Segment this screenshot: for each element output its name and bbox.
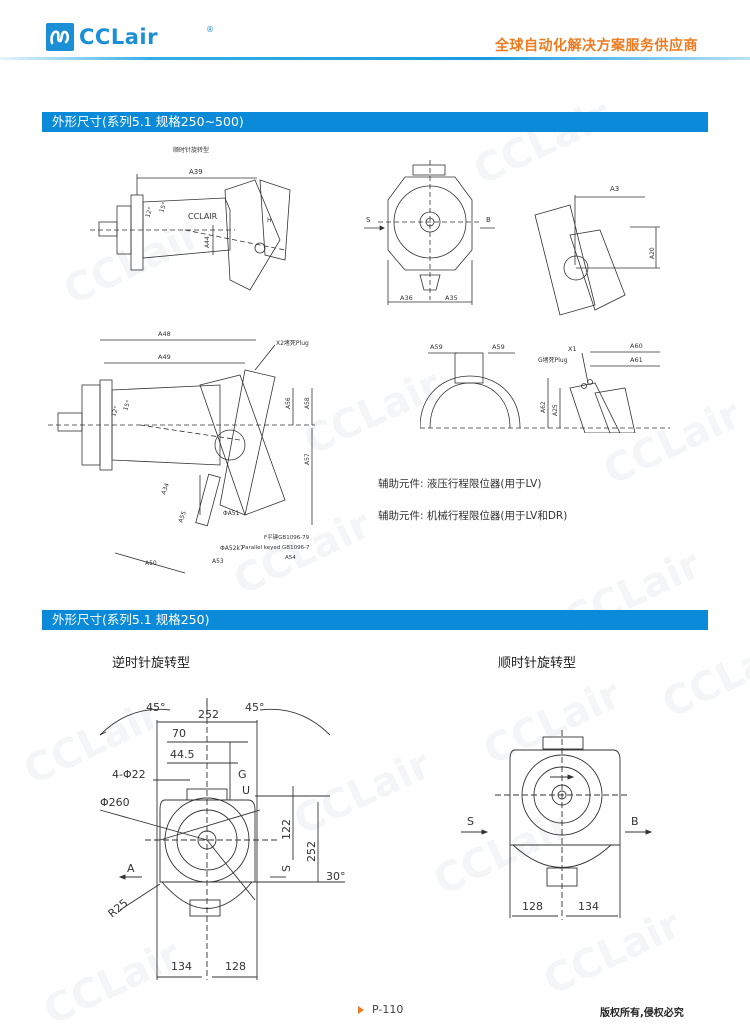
- tagline: 全球自动化解决方案服务供应商: [495, 38, 698, 54]
- watermark: CCLa: [655, 638, 750, 728]
- svg-text:B: B: [631, 815, 639, 828]
- svg-text:ΦA51: ΦA51: [223, 510, 240, 517]
- svg-text:15°: 15°: [122, 399, 132, 411]
- logo-mark-icon: [46, 23, 74, 51]
- logo-text: CCLair: [79, 25, 158, 49]
- svg-text:X2堵死Plug: X2堵死Plug: [276, 339, 309, 347]
- svg-text:F平键GB1096-79: F平键GB1096-79: [264, 533, 310, 541]
- svg-text:A35: A35: [445, 294, 458, 302]
- svg-text:S: S: [467, 815, 474, 828]
- svg-text:S: S: [280, 865, 293, 872]
- svg-text:A20: A20: [649, 247, 656, 259]
- svg-text:A3: A3: [610, 185, 619, 193]
- svg-text:Parallel keyed GB1096-7: Parallel keyed GB1096-7: [242, 545, 310, 551]
- page-number: P-110: [358, 1003, 403, 1016]
- svg-text:134: 134: [171, 960, 192, 973]
- svg-text:122: 122: [280, 819, 293, 840]
- svg-text:ΦA52k7: ΦA52k7: [220, 545, 244, 552]
- svg-text:A25: A25: [552, 404, 559, 416]
- svg-text:B: B: [486, 216, 491, 224]
- svg-text:A59: A59: [492, 343, 505, 351]
- svg-text:45°: 45°: [146, 701, 166, 714]
- caption-counterclockwise: 逆时针旋转型: [112, 656, 191, 671]
- svg-text:A56: A56: [285, 397, 292, 409]
- drawing-angled-view: A3 A20: [530, 175, 680, 325]
- svg-text:134: 134: [578, 900, 599, 913]
- svg-text:A59: A59: [430, 343, 443, 351]
- svg-text:A54: A54: [285, 555, 296, 561]
- section-title-bar: 外形尺寸(系列5.1 规格250): [42, 610, 708, 630]
- svg-text:U: U: [242, 784, 250, 797]
- svg-text:70: 70: [172, 727, 186, 740]
- brand-logo: CCLair ®: [46, 23, 214, 51]
- copyright-notice: 版权所有,侵权必究: [600, 1008, 684, 1019]
- caption-clockwise: 顺时针旋转型: [498, 656, 577, 671]
- svg-text:CCLAIR: CCLAIR: [188, 212, 218, 221]
- triangle-bullet-icon: [358, 1005, 364, 1014]
- svg-text:128: 128: [522, 900, 543, 913]
- svg-text:R25: R25: [106, 896, 131, 920]
- svg-text:A57: A57: [304, 453, 311, 465]
- svg-text:15°: 15°: [158, 201, 168, 213]
- svg-text:A60: A60: [630, 342, 643, 350]
- svg-text:A61: A61: [630, 356, 643, 364]
- svg-text:A: A: [127, 862, 135, 875]
- svg-text:H: H: [267, 217, 272, 224]
- svg-text:A39: A39: [189, 168, 203, 176]
- svg-text:A49: A49: [158, 353, 171, 361]
- svg-text:顺时针旋转型: 顺时针旋转型: [173, 146, 209, 154]
- svg-text:30°: 30°: [326, 870, 346, 883]
- svg-text:S: S: [366, 216, 371, 224]
- drawing-front-view-sb: S B A36 A35: [360, 150, 495, 310]
- svg-text:A34: A34: [160, 482, 171, 496]
- svg-text:45°: 45°: [245, 701, 265, 714]
- drawing-detailed-side-view: A48 A49 X2堵死Plug 12° 15° A56 A58 A57 A34…: [40, 325, 330, 575]
- svg-text:128: 128: [225, 960, 246, 973]
- drawing-side-view-clockwise: 顺时针旋转型 A39 CCLAIR 12° 15° A44 H: [85, 140, 300, 315]
- drawing-plug-detail: A59 A59 X1 G堵死Plug A60 A61 A62 A25: [420, 338, 670, 433]
- drawing-clockwise-front: S B 128 134: [455, 720, 665, 920]
- svg-text:44.5: 44.5: [170, 748, 195, 761]
- svg-text:252: 252: [198, 708, 219, 721]
- svg-text:Φ260: Φ260: [100, 796, 130, 809]
- drawing-counterclockwise-front: 45° 45° 252 70 44.5 4-Φ22 G U Φ260: [90, 690, 360, 1010]
- header-divider: [0, 57, 750, 60]
- svg-text:A48: A48: [158, 330, 171, 338]
- svg-text:A36: A36: [400, 294, 413, 302]
- svg-text:A50: A50: [145, 560, 157, 567]
- svg-text:A44: A44: [204, 236, 211, 248]
- registered-mark: ®: [206, 25, 214, 34]
- svg-text:G堵死Plug: G堵死Plug: [538, 356, 568, 364]
- page-number-text: P-110: [372, 1003, 404, 1016]
- svg-text:252: 252: [305, 841, 318, 862]
- svg-text:4-Φ22: 4-Φ22: [112, 768, 146, 781]
- svg-text:A62: A62: [540, 401, 547, 413]
- svg-text:G: G: [238, 768, 247, 781]
- svg-text:12°: 12°: [144, 206, 154, 218]
- note-mechanical-stroke-limiter: 辅助元件: 机械行程限位器(用于LV和DR): [378, 510, 568, 522]
- svg-text:X1: X1: [568, 345, 577, 353]
- note-hydraulic-stroke-limiter: 辅助元件: 液压行程限位器(用于LV): [378, 478, 542, 490]
- svg-text:A53: A53: [212, 558, 224, 565]
- svg-text:A55: A55: [177, 510, 188, 524]
- section-title-bar: 外形尺寸(系列5.1 规格250~500): [42, 112, 708, 132]
- page-header: CCLair ® 全球自动化解决方案服务供应商: [0, 0, 750, 60]
- svg-text:A58: A58: [304, 397, 311, 409]
- svg-text:12°: 12°: [110, 405, 120, 417]
